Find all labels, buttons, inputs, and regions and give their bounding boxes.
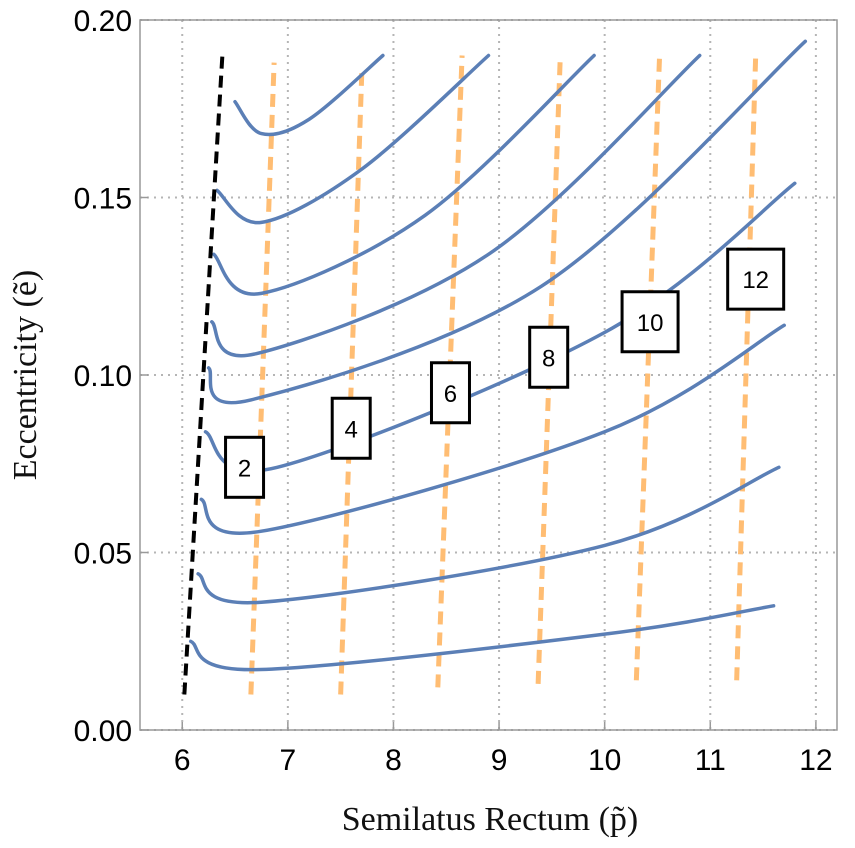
y-tick-label: 0.15 — [74, 183, 132, 216]
trajectory-line — [212, 53, 596, 296]
y-tick-label: 0.10 — [74, 360, 132, 393]
contour-label-text: 6 — [444, 381, 457, 408]
contour-label-box — [429, 361, 471, 425]
trajectory-line — [215, 53, 491, 225]
y-tick-label: 0.05 — [74, 538, 132, 571]
x-tick-label: 12 — [799, 744, 832, 777]
trajectory-line — [203, 181, 797, 473]
contour-line — [248, 62, 277, 695]
contour-label-text: 2 — [238, 455, 251, 482]
trajectory-line — [210, 53, 702, 358]
contour-line — [338, 73, 365, 695]
trajectory-line — [188, 604, 776, 672]
y-tick-label: 0.20 — [74, 5, 132, 38]
x-tick-label: 6 — [174, 744, 191, 777]
contour-label-text: 8 — [542, 345, 555, 372]
contour-label-box — [528, 325, 570, 389]
x-tick-label: 7 — [280, 744, 297, 777]
x-axis-label: Semilatus Rectum (p̃) — [342, 801, 639, 838]
axis-ticks: 6 7 8 9 10 11 12 0.00 0.05 0.10 0.15 0.20 — [74, 5, 833, 777]
contour-label-text: 10 — [637, 310, 664, 337]
contour-labels: 2 4 6 8 10 12 — [224, 247, 786, 499]
contour-line — [633, 55, 663, 681]
y-axis-label: Eccentricity (ẽ) — [7, 270, 44, 480]
x-tick-label: 9 — [491, 744, 508, 777]
contour-line — [734, 55, 759, 681]
separatrix-line — [182, 55, 225, 695]
x-tick-label: 8 — [385, 744, 402, 777]
trajectory-line — [206, 39, 808, 405]
contour-label-box — [330, 396, 372, 460]
plot-frame — [139, 19, 838, 731]
contour-label-box — [726, 247, 786, 311]
x-tick-label: 10 — [588, 744, 621, 777]
grid — [140, 19, 837, 731]
contour-label-box — [620, 290, 680, 354]
contour-label-text: 12 — [742, 267, 769, 294]
separatrix — [182, 55, 225, 695]
contour-label-text: 4 — [345, 416, 358, 443]
trajectory-lines — [188, 39, 808, 672]
y-tick-label: 0.00 — [74, 715, 132, 748]
trajectory-line — [196, 465, 781, 605]
trajectory-line — [199, 323, 786, 535]
contour-label-box — [224, 435, 266, 499]
trajectory-line — [233, 53, 385, 137]
x-tick-label: 11 — [695, 744, 726, 777]
